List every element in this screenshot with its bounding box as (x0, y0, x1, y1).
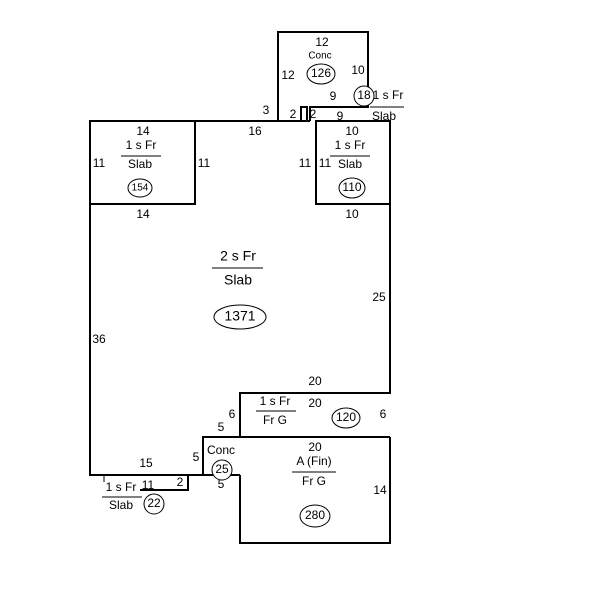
wing-left-dim-top: 14 (136, 124, 150, 138)
conc-top-dim-bottom: 9 (330, 89, 337, 103)
main-dim-left: 36 (92, 332, 106, 346)
main-dim-right: 25 (372, 290, 386, 304)
porch-slab-label: 1 s Fr (373, 88, 404, 102)
conc-top-dim-right: 10 (351, 63, 365, 77)
conc-small-label: Conc (207, 443, 235, 457)
conc-small-area-oval (211, 459, 233, 481)
wing-left-section: 14 1 s Fr Slab 154 11 11 14 (89, 120, 211, 221)
main-construction: Slab (224, 272, 252, 288)
conc-top-label: Conc (308, 51, 331, 62)
garage-upper-section: 20 1 s Fr Fr G 20 120 6 6 (229, 374, 390, 438)
garage-upper-construction: Fr G (263, 413, 287, 427)
garage-upper-dim-top: 20 (308, 374, 322, 388)
wing-right-outline (315, 120, 391, 205)
garage-lower-dim-right: 14 (373, 483, 387, 497)
conc-top-outline (277, 31, 369, 121)
wing-left-dim-bottom: 14 (136, 207, 150, 221)
conc-top-step (300, 106, 308, 122)
small-slab-dim-right: 2 (177, 475, 184, 489)
wing-left-area-oval (127, 178, 153, 198)
garage-lower-construction: Fr G (302, 474, 326, 488)
wing-right-dim-bottom: 10 (345, 207, 359, 221)
wing-right-area-oval (338, 177, 366, 199)
main-area-oval (213, 304, 267, 330)
main-dim-bottom: 15 (139, 456, 153, 470)
conc-small-area: 25 (215, 462, 229, 476)
conc-top-dim-top: 12 (315, 35, 329, 49)
wing-right-dim-left: 11 (299, 156, 312, 170)
conc-small-section: 5 Conc 25 5 5 (188, 420, 240, 491)
wing-left-outline (89, 120, 196, 205)
garage-upper-area-oval (331, 407, 361, 429)
small-slab-section: 1 s Fr 11 2 Slab 22 (102, 475, 189, 515)
small-slab-dim-top: 11 (142, 478, 155, 492)
main-outline (89, 121, 391, 476)
garage-lower-area-oval (299, 504, 331, 528)
garage-upper-label: 1 s Fr (260, 394, 291, 408)
wing-left-dim-right: 11 (198, 156, 211, 170)
wing-left-label: 1 s Fr (126, 138, 157, 152)
main-section: 2 s Fr Slab 1371 36 25 3 16 15 (89, 103, 391, 476)
wing-right-dim-top: 10 (345, 124, 359, 138)
conc-top-dim-step2: 2 (310, 107, 317, 121)
porch-slab-section: 18 1 s Fr Slab 9 (337, 85, 404, 123)
small-slab-label: 1 s Fr (106, 480, 137, 494)
conc-top-dim-step: 2 (290, 107, 297, 121)
garage-upper-dim-left: 6 (229, 407, 236, 421)
conc-top-section: 12 Conc 126 12 10 9 2 2 (277, 31, 369, 122)
garage-lower-dim-top: 20 (308, 440, 322, 454)
small-slab-construction: Slab (109, 498, 133, 512)
garage-upper-dim-right: 6 (380, 407, 387, 421)
wing-left-construction: Slab (128, 157, 152, 171)
wing-right-label: 1 s Fr (335, 138, 366, 152)
porch-slab-area-oval (353, 85, 375, 107)
main-area: 1371 (224, 308, 255, 324)
wing-right-area: 110 (342, 180, 361, 194)
conc-top-area: 126 (311, 66, 331, 80)
wing-left-area: 154 (132, 183, 149, 194)
porch-slab-area: 18 (357, 88, 371, 102)
small-slab-area-oval (143, 493, 165, 515)
conc-small-dim-bottom: 5 (218, 477, 225, 491)
porch-slab-dim-bottom: 9 (337, 109, 344, 123)
garage-lower-area: 280 (305, 508, 325, 522)
conc-top-dim-left: 12 (281, 68, 295, 82)
wing-right-dim-right: 11 (319, 156, 332, 170)
wing-left-dim-left: 11 (93, 156, 106, 170)
garage-lower-label: A (Fin) (296, 454, 331, 468)
wing-right-construction: Slab (338, 157, 362, 171)
garage-lower-section: 20 A (Fin) Fr G 280 14 (239, 437, 391, 544)
small-slab-area: 22 (147, 496, 161, 510)
wing-right-section: 10 1 s Fr Slab 110 11 11 10 (299, 120, 391, 221)
garage-upper-area: 120 (336, 410, 356, 424)
conc-top-area-oval (306, 63, 336, 85)
porch-slab-construction: Slab (372, 109, 396, 123)
main-label: 2 s Fr (220, 248, 256, 264)
conc-small-dim-top: 5 (218, 420, 225, 434)
garage-lower-outline (239, 437, 391, 544)
main-dim-top-b: 16 (248, 124, 262, 138)
garage-upper-dim-inner-top: 20 (308, 396, 322, 410)
small-slab-outline (140, 475, 189, 491)
conc-small-dim-left: 5 (193, 450, 200, 464)
main-dim-top-a: 3 (263, 103, 270, 117)
